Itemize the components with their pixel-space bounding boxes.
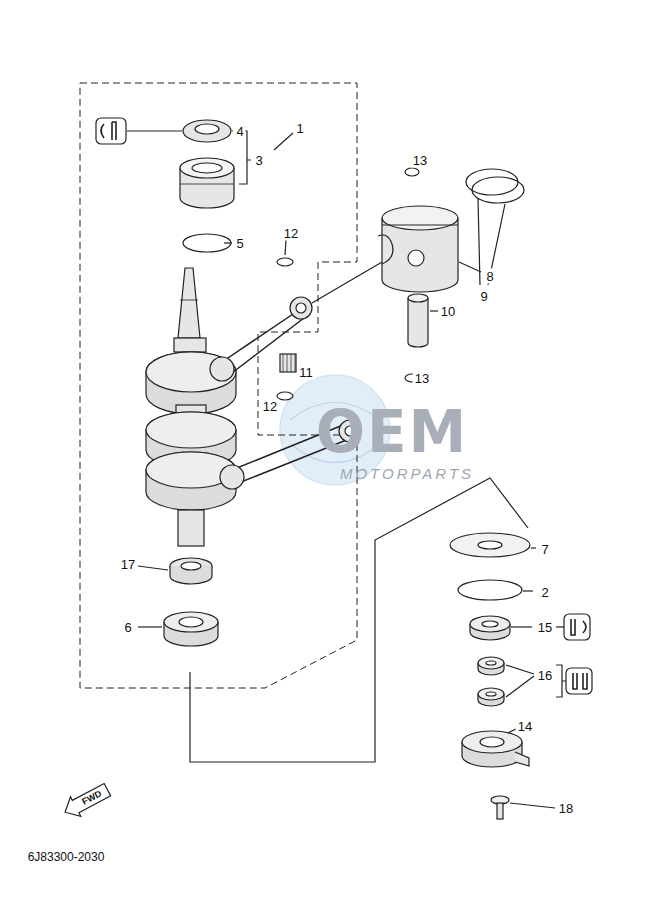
drawing-number: 6J83300-2030 (28, 851, 105, 863)
callout-number: 7 (539, 542, 550, 557)
callout-number: 6 (122, 620, 133, 635)
callout-number: 18 (557, 801, 575, 816)
callout-number: 12 (282, 226, 300, 241)
callout-number: 5 (234, 236, 245, 251)
callout-number: 16 (536, 668, 554, 683)
callout-number: 12 (261, 399, 279, 414)
callout-number: 14 (516, 719, 534, 734)
callout-number: 8 (484, 269, 495, 284)
callout-number: 11 (297, 365, 315, 380)
callout-number: 4 (234, 124, 245, 139)
callout-number: 9 (478, 289, 489, 304)
watermark: OEM (316, 403, 469, 461)
callout-number: 3 (253, 153, 264, 168)
callout-number: 2 (539, 585, 550, 600)
callout-number: 13 (413, 371, 431, 386)
callout-number: 13 (411, 153, 429, 168)
callout-number: 1 (294, 121, 305, 136)
direction-label: FWD (81, 789, 103, 807)
callout-number: 10 (439, 304, 457, 319)
callout-number: 17 (119, 557, 137, 572)
callout-number: 15 (536, 620, 554, 635)
watermark: MOTORPARTS (340, 466, 474, 481)
